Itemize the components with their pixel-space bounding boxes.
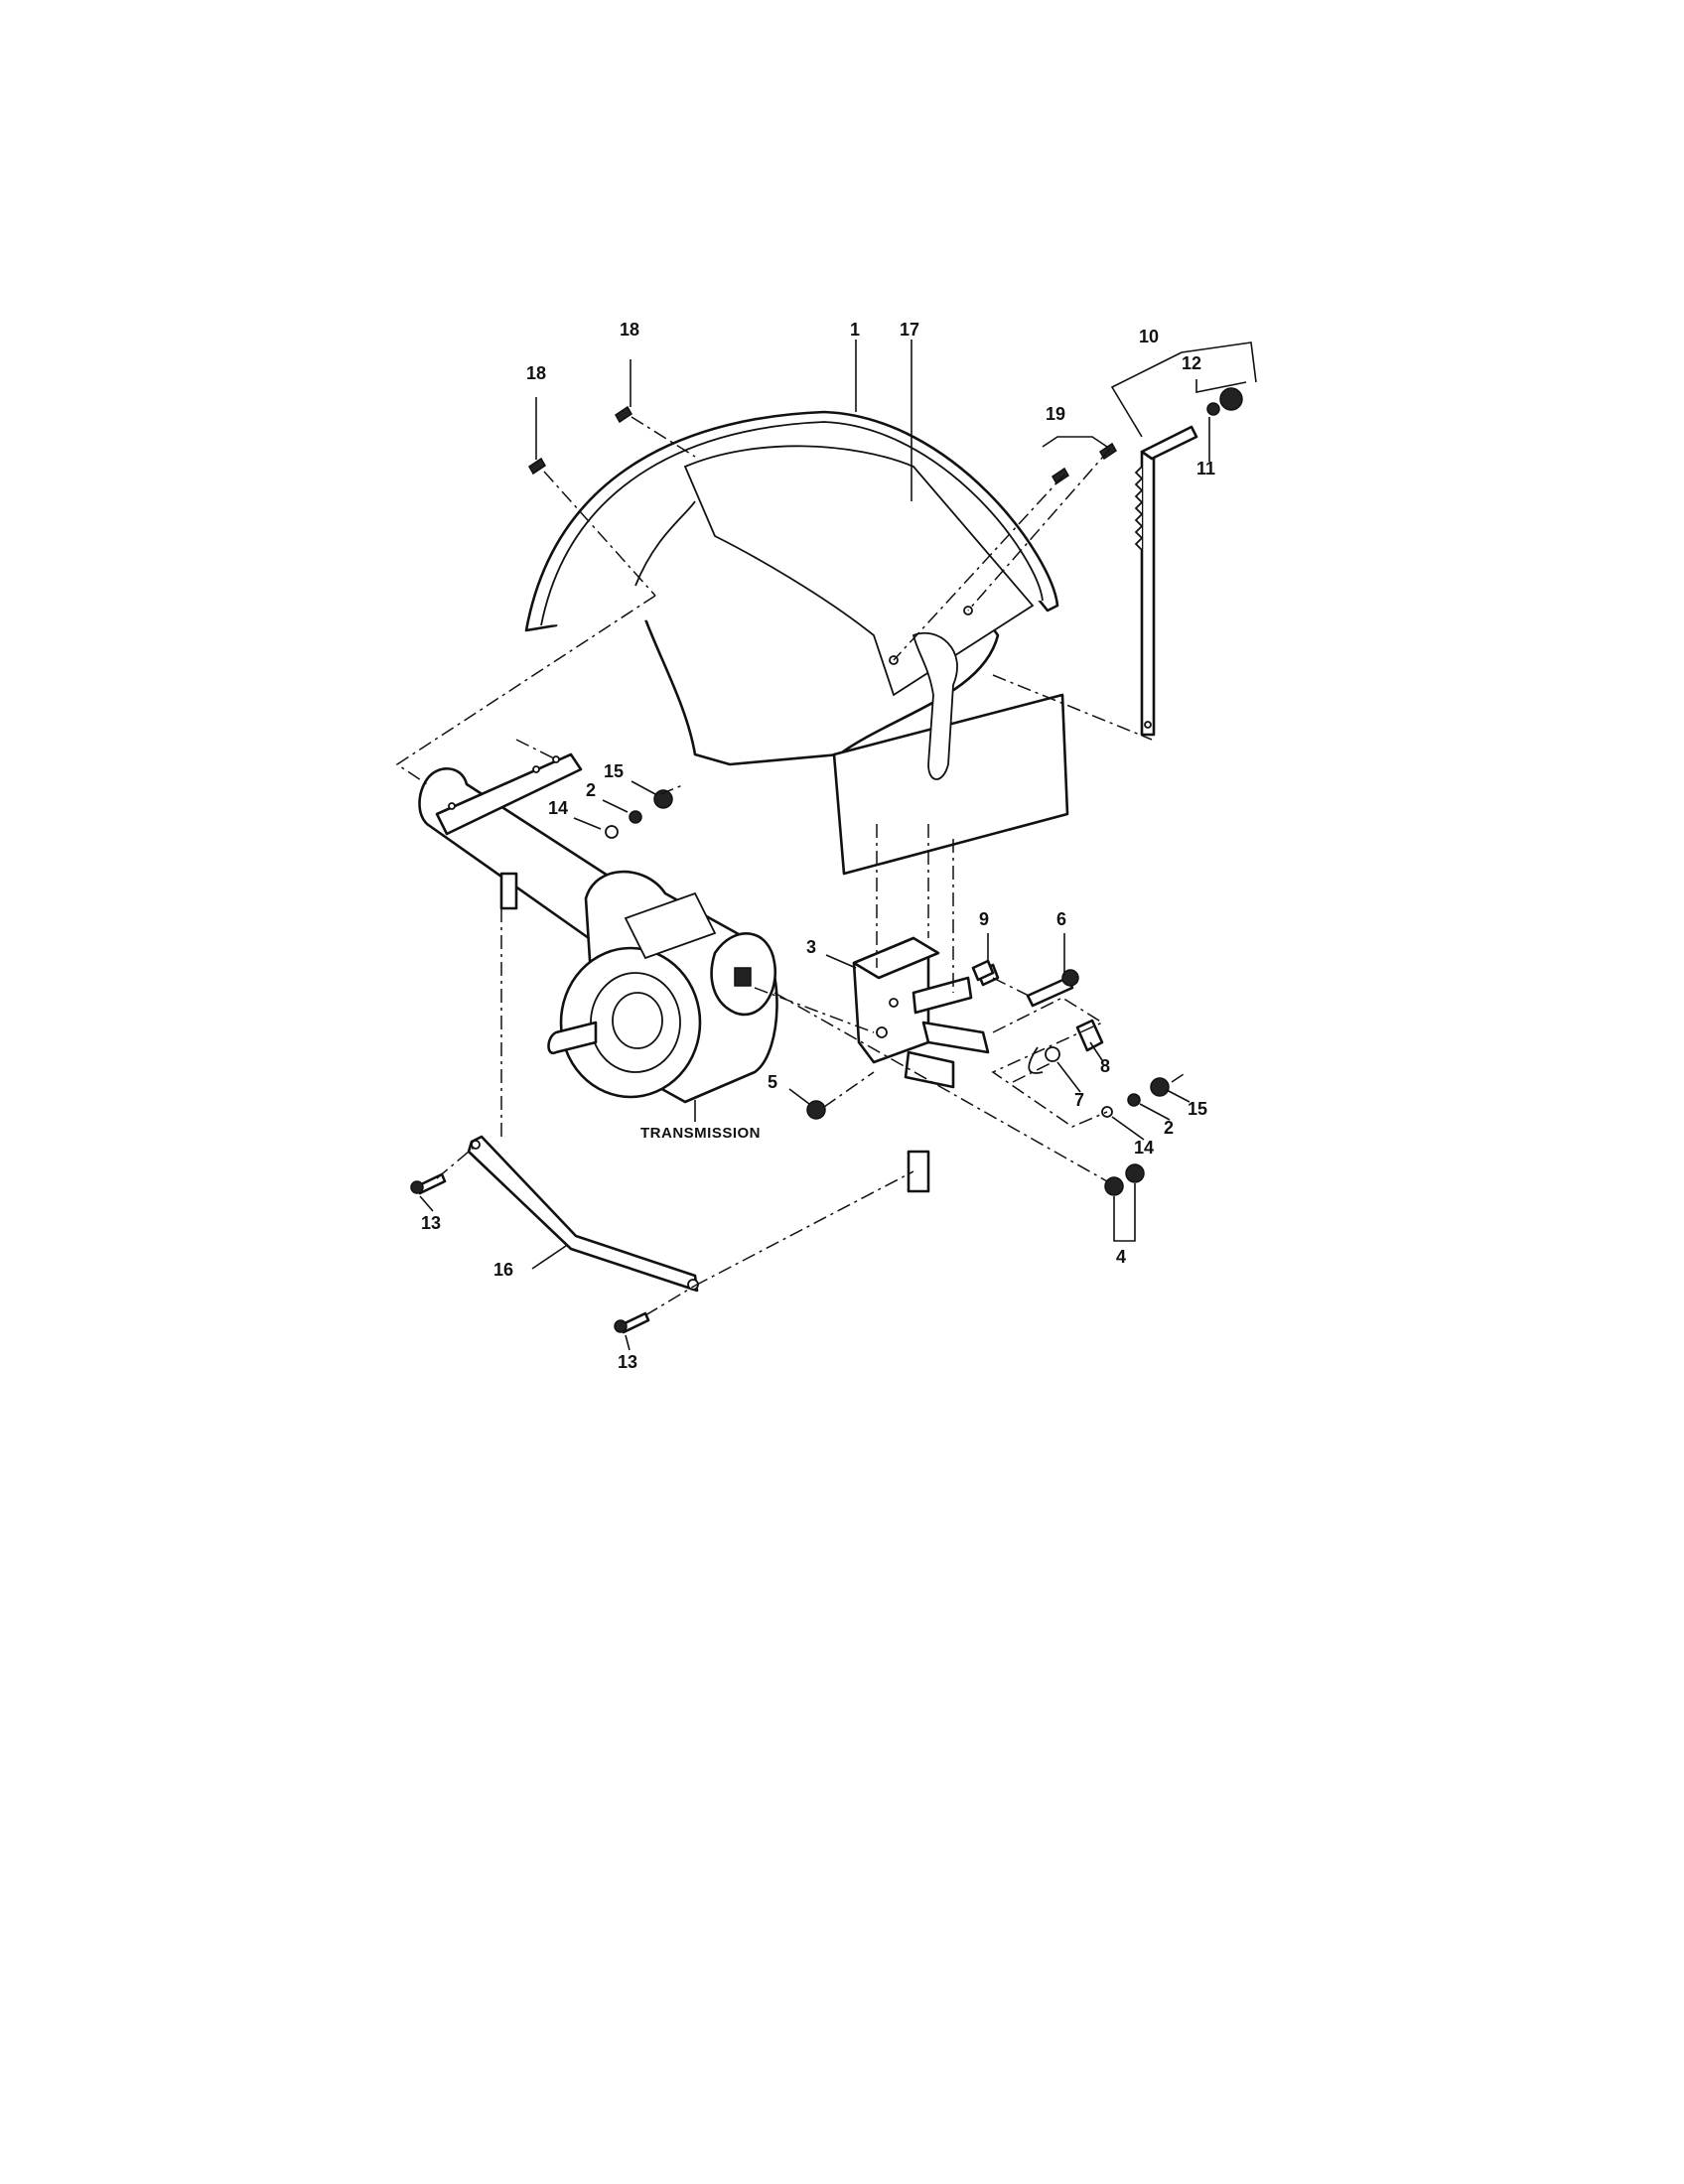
leader-lines xyxy=(419,340,1257,1351)
callout-10: 10 xyxy=(1139,327,1159,346)
callout-6: 6 xyxy=(1056,909,1066,929)
callout-14-left: 14 xyxy=(548,798,568,818)
callout-13-bottom: 13 xyxy=(618,1352,637,1372)
callout-9: 9 xyxy=(979,909,989,929)
callout-14-right: 14 xyxy=(1134,1138,1154,1158)
depth-bar xyxy=(1134,387,1243,737)
pins xyxy=(976,963,1104,1074)
callout-8: 8 xyxy=(1100,1056,1110,1076)
callout-11: 11 xyxy=(1196,459,1215,478)
callout-18-top: 18 xyxy=(620,320,639,340)
callout-15-left: 15 xyxy=(604,761,624,781)
callout-labels: 1 17 18 18 10 12 11 19 15 2 14 3 9 6 8 7… xyxy=(421,320,1215,1372)
callout-19: 19 xyxy=(1046,404,1065,424)
callout-17: 17 xyxy=(900,320,919,340)
callout-13-left: 13 xyxy=(421,1213,441,1233)
knob xyxy=(1219,387,1243,411)
assembly-lines xyxy=(395,416,1188,1316)
hitch-bracket xyxy=(852,936,990,1193)
callout-2-left: 2 xyxy=(586,780,596,800)
callout-7: 7 xyxy=(1074,1090,1084,1110)
bolt-18b xyxy=(528,457,546,476)
spring xyxy=(1206,402,1220,416)
callout-12: 12 xyxy=(1182,353,1201,373)
axle-tube xyxy=(418,752,637,945)
transmission-label: TRANSMISSION xyxy=(640,1125,761,1142)
hardware xyxy=(410,405,1170,1334)
callout-3: 3 xyxy=(806,937,816,957)
shield-flap xyxy=(832,606,1069,876)
callout-1: 1 xyxy=(850,320,860,340)
tine-shield xyxy=(524,410,1059,766)
callout-2-right: 2 xyxy=(1164,1118,1174,1138)
callout-5: 5 xyxy=(768,1072,777,1092)
callout-18-left: 18 xyxy=(526,363,546,383)
callout-4: 4 xyxy=(1116,1247,1126,1267)
callout-16: 16 xyxy=(493,1260,513,1280)
bolt-18a xyxy=(615,405,632,424)
callout-15-right: 15 xyxy=(1188,1099,1207,1119)
transmission xyxy=(547,870,778,1104)
